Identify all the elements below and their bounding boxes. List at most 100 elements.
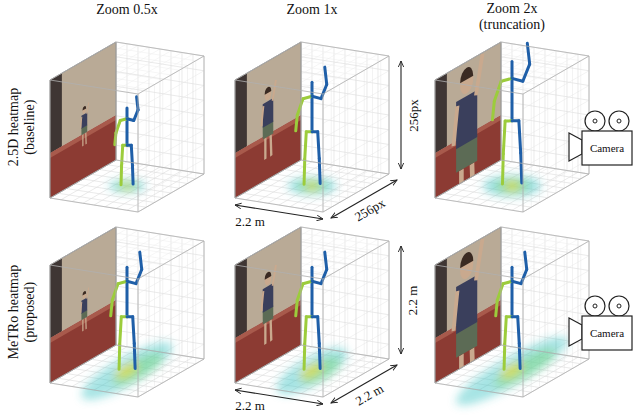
grid-line [323,241,389,279]
grid-line [572,66,573,184]
person-arm [453,239,482,331]
heatmap-blob [495,179,529,193]
skeleton-bone [318,132,320,159]
grid-line [523,56,589,94]
cube-edge [50,80,138,94]
voxel-cube [235,42,389,212]
cube-edge [301,227,302,345]
grid-line [468,179,556,193]
skeleton-bone [126,119,129,146]
person-hair [460,249,473,268]
grid-line [323,279,324,397]
grid-line [364,255,365,373]
grid-line [378,239,379,357]
cube-edge [50,227,116,265]
cube-edge [138,279,139,397]
skeleton-bone [496,300,498,316]
grid-line [523,279,524,397]
grid-line [179,70,180,188]
pose-skeleton [111,252,142,369]
camera-body [582,131,632,165]
person-shirt [81,297,87,313]
cube-edge [138,56,204,94]
grid-line [138,86,204,124]
grid-line [512,229,513,347]
skeleton-bone [321,269,327,283]
person-head [83,106,87,115]
skeleton-bone [512,78,523,81]
cube-edge [235,80,236,198]
grid-line [127,229,128,347]
camera-reel-hub [593,304,597,308]
row-title: MeTRo heatmap (proposed) [6,253,38,371]
skeleton-bone [303,159,307,184]
skeleton-bone [311,281,314,316]
grid-line [323,285,389,323]
input-photo [50,227,116,383]
cube-edge [204,241,205,359]
grid-line [116,227,117,345]
grid-line [564,255,565,373]
input-photo [235,227,301,383]
heatmap-blob [288,177,336,195]
person-leg [265,135,271,160]
skeleton-bone [503,121,505,154]
grid-line [127,54,193,92]
camera-lens [569,318,582,346]
grid-line [204,241,205,359]
grid-line [323,256,389,294]
grid-line [301,227,389,241]
heatmap [450,327,575,415]
grid-line [572,251,573,369]
photo-border [50,42,116,198]
grid-line [193,54,194,172]
cube-edge [501,227,502,345]
cube-edge [138,174,204,212]
grid-line [323,100,389,138]
grid-line [556,236,557,354]
grid-line [293,232,381,246]
camera-icon [569,111,632,165]
grid-line [83,179,171,193]
grid-line [323,86,389,124]
cube-edge [323,279,324,397]
cube-edge [323,94,324,212]
person-arm [81,287,89,312]
grid-line [367,238,368,356]
skeleton-bone [518,344,522,369]
grid-line [523,94,524,212]
photo-border [435,42,501,198]
cube-edge [116,42,204,56]
grid-line [138,271,204,309]
pose-skeleton [296,67,327,184]
grid-line [312,239,378,277]
grid-line [367,53,368,171]
grid-line [100,170,188,184]
camera-reel [585,296,605,316]
grid-line [523,56,589,94]
grid-line [138,100,204,138]
grid-line [389,241,390,359]
cube-edge [435,265,523,279]
grid-line [512,44,513,162]
cube-edge [50,265,51,383]
grid-line [323,56,389,94]
cube-edge [116,227,117,345]
grid-line [268,179,356,193]
skeleton-bone [311,267,314,281]
photo-border [235,227,301,383]
voxel-cube [235,227,389,403]
heatmap [75,333,179,409]
grid-line [293,47,381,61]
cube-edge [323,241,389,279]
grid-line [301,227,302,345]
camera-icon [569,296,632,350]
skeleton-bone [494,81,501,101]
grid-line [323,94,324,212]
grid-line [564,70,565,188]
cube-edge [435,383,523,397]
grid-line [356,51,357,169]
photo-person [261,265,276,347]
